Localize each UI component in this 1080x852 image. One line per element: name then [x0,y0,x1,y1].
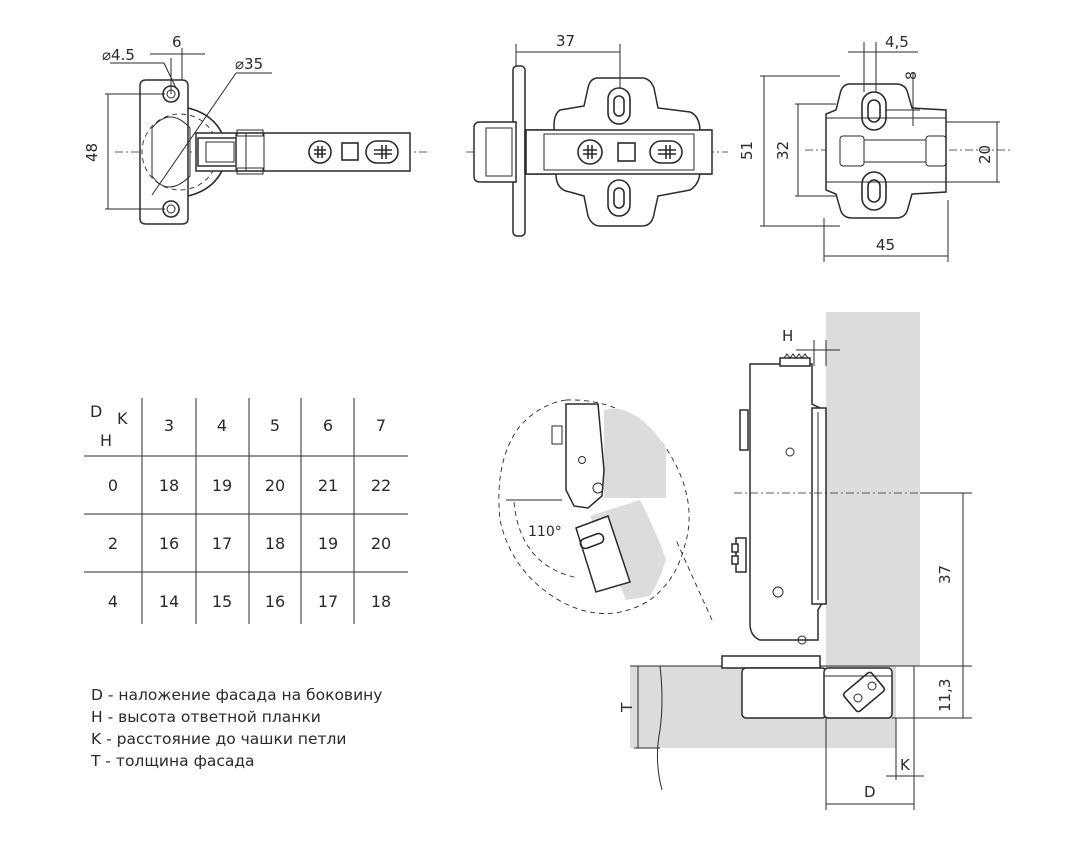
table-cell-d: 18 [159,476,179,495]
legend-item-d: D - наложение фасада на боковину [91,686,383,704]
install-d-label: D [864,783,876,801]
table-cell-d: 15 [212,592,232,611]
table-cell-d: 16 [265,592,285,611]
install-h-label: H [782,327,793,345]
table-cell-d: 16 [159,534,179,553]
hinge-front-view: ⌀4.5 6 ⌀35 48 [83,33,430,225]
table-cell-d: 20 [265,476,285,495]
install-dim-37: 37 [936,565,954,584]
install-angle: 110° [528,524,562,540]
table-row-h: 2 [108,534,118,553]
table-cell-d: 21 [318,476,338,495]
table-cell-d: 18 [265,534,285,553]
plate-width-top: 4,5 [885,33,909,51]
legend-item-k: K - расстояние до чашки петли [91,730,347,748]
table-corner-d: D [90,402,102,421]
table-header-k: 6 [323,416,333,435]
table-cell-d: 19 [318,534,338,553]
table-corner-k: K [117,409,128,428]
table-corner-h: H [100,431,112,450]
plate-height-outer: 51 [738,141,756,160]
table-row-h: 4 [108,592,118,611]
plate-height-inner: 32 [774,141,792,160]
table-cell-d: 20 [371,534,391,553]
legend-item-t: T - толщина фасада [91,752,255,770]
table-header-k: 5 [270,416,280,435]
front-dia-cup: ⌀35 [235,55,263,73]
installation-view: H 37 11,3 T K D 110° [498,312,972,810]
table-cell-d: 19 [212,476,232,495]
plate-height-right: 20 [976,145,994,164]
table-cell-d: 17 [318,592,338,611]
table-header-k: 7 [376,416,386,435]
table-cell-d: 17 [212,534,232,553]
install-k-label: K [900,756,911,774]
legend-item-h: H - высота ответной планки [91,708,321,726]
front-height: 48 [83,143,101,162]
table-header-k: 3 [164,416,174,435]
side-depth: 37 [556,32,575,50]
table-cell-d: 22 [371,476,391,495]
install-dim-11: 11,3 [936,679,954,712]
table-header-k: 4 [217,416,227,435]
mounting-plate-view: 4,5 8 51 32 20 45 [738,33,1010,262]
table-cell-d: 18 [371,592,391,611]
plate-offset-top: 8 [904,71,920,80]
front-offset: 6 [172,33,182,51]
hinge-side-view: 37 [466,32,728,237]
plate-width-bottom: 45 [876,236,895,254]
install-t-label: T [618,702,636,713]
front-dia-small: ⌀4.5 [102,46,135,64]
table-row-h: 0 [108,476,118,495]
table-cell-d: 14 [159,592,179,611]
legend: D - наложение фасада на боковину H - выс… [91,684,382,772]
